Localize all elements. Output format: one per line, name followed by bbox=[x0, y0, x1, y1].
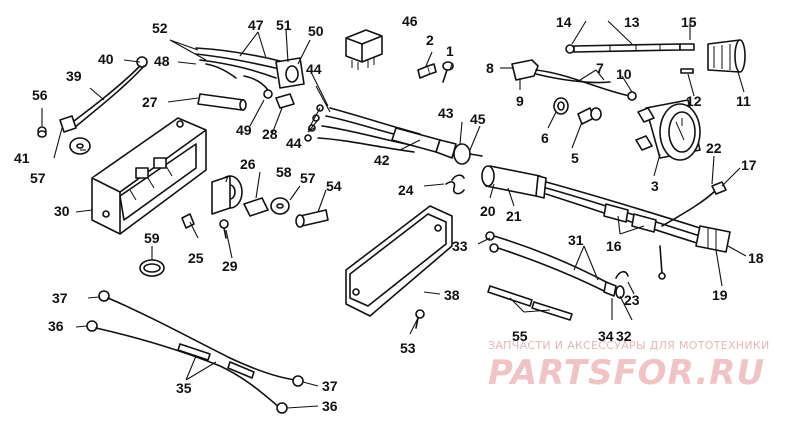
callout-24: 24 bbox=[398, 182, 414, 198]
callout-20: 20 bbox=[480, 203, 496, 219]
connector-harness-part bbox=[481, 165, 731, 253]
callout-33: 33 bbox=[452, 238, 468, 254]
callout-27: 27 bbox=[142, 94, 158, 110]
callout-18: 18 bbox=[748, 250, 764, 266]
callout-2: 2 bbox=[426, 32, 434, 48]
washer-parts bbox=[37, 130, 290, 215]
main-harness-part bbox=[304, 104, 483, 165]
callout-10: 10 bbox=[616, 66, 632, 82]
callout-40: 40 bbox=[98, 51, 114, 67]
callout-37b: 37 bbox=[322, 378, 338, 394]
callout-41: 41 bbox=[14, 150, 30, 166]
callout-54: 54 bbox=[326, 178, 342, 194]
callout-17: 17 bbox=[741, 157, 757, 173]
screw-clip-parts bbox=[417, 61, 454, 83]
callout-32: 32 bbox=[616, 328, 632, 344]
callout-44b: 44 bbox=[286, 135, 302, 151]
callout-8: 8 bbox=[486, 60, 494, 76]
callout-23: 23 bbox=[624, 292, 640, 308]
callout-43: 43 bbox=[438, 105, 454, 121]
callout-42: 42 bbox=[374, 152, 390, 168]
callout-51: 51 bbox=[276, 17, 292, 33]
callout-7: 7 bbox=[596, 60, 604, 76]
callout-31: 31 bbox=[568, 232, 584, 248]
callout-47: 47 bbox=[248, 17, 264, 33]
gauge-part bbox=[635, 99, 701, 161]
switch-box-part bbox=[91, 117, 207, 235]
callout-53: 53 bbox=[400, 340, 416, 356]
callout-35: 35 bbox=[176, 380, 192, 396]
callout-16: 16 bbox=[606, 238, 622, 254]
clip-24-part bbox=[445, 174, 465, 195]
callout-19: 19 bbox=[712, 287, 728, 303]
callout-26: 26 bbox=[240, 156, 256, 172]
watermark-subtitle: ЗАПЧАСТИ И АКСЕССУАРЫ ДЛЯ МОТОТЕХНИКИ bbox=[488, 339, 770, 352]
callout-57a: 57 bbox=[30, 170, 46, 186]
sleeves-55-part bbox=[487, 285, 573, 321]
callout-48: 48 bbox=[154, 53, 170, 69]
clamp-part bbox=[139, 259, 165, 277]
callout-29: 29 bbox=[222, 258, 238, 274]
callout-55: 55 bbox=[512, 328, 528, 344]
kill-switch-part bbox=[511, 59, 637, 101]
sleeve-part bbox=[197, 93, 247, 111]
callout-25: 25 bbox=[188, 250, 204, 266]
callout-38: 38 bbox=[444, 287, 460, 303]
upper-harness-part bbox=[195, 47, 305, 109]
grommet-bolt-parts bbox=[211, 175, 329, 228]
bulb-socket-part bbox=[553, 97, 602, 125]
callout-39: 39 bbox=[66, 68, 82, 84]
callout-36a: 36 bbox=[48, 318, 64, 334]
callout-11: 11 bbox=[736, 93, 751, 109]
callout-59: 59 bbox=[144, 230, 160, 246]
callout-50: 50 bbox=[308, 23, 324, 39]
callout-30: 30 bbox=[54, 203, 70, 219]
callout-34: 34 bbox=[598, 328, 614, 344]
leader-lines bbox=[41, 20, 747, 409]
callout-6: 6 bbox=[541, 130, 549, 146]
callout-57b: 57 bbox=[300, 170, 316, 186]
module-plate-part bbox=[345, 205, 453, 317]
callout-56: 56 bbox=[32, 87, 48, 103]
small-clip-screw-parts bbox=[181, 213, 229, 239]
watermark-brand: PARTSFOR.RU bbox=[488, 353, 765, 393]
callout-12: 12 bbox=[686, 93, 702, 109]
callout-14: 14 bbox=[556, 14, 572, 30]
ground-strap-part bbox=[37, 56, 148, 136]
battery-cables-part bbox=[86, 290, 304, 414]
callout-36b: 36 bbox=[322, 398, 338, 414]
callout-13: 13 bbox=[624, 14, 640, 30]
callout-3: 3 bbox=[651, 178, 659, 194]
callout-37a: 37 bbox=[52, 290, 68, 306]
lanyard-cable-part bbox=[565, 39, 746, 74]
lead-wires-part bbox=[485, 231, 666, 299]
callout-labels: 1 2 3 5 6 7 8 9 10 11 12 13 14 15 16 17 … bbox=[14, 13, 764, 414]
callout-46: 46 bbox=[402, 13, 418, 29]
watermark: ЗАПЧАСТИ И АКСЕССУАРЫ ДЛЯ МОТОТЕХНИКИ PA… bbox=[488, 339, 770, 393]
callout-49: 49 bbox=[236, 122, 252, 138]
callout-21: 21 bbox=[506, 208, 522, 224]
callout-58: 58 bbox=[276, 164, 292, 180]
callout-28: 28 bbox=[262, 126, 278, 142]
callout-1: 1 bbox=[446, 43, 454, 59]
relay-part bbox=[345, 29, 383, 70]
callout-5: 5 bbox=[571, 150, 579, 166]
callout-9: 9 bbox=[516, 93, 524, 109]
callout-52: 52 bbox=[152, 20, 168, 36]
callout-44a: 44 bbox=[306, 61, 322, 77]
callout-15: 15 bbox=[681, 14, 697, 30]
callout-45: 45 bbox=[470, 111, 486, 127]
callout-22: 22 bbox=[706, 140, 722, 156]
